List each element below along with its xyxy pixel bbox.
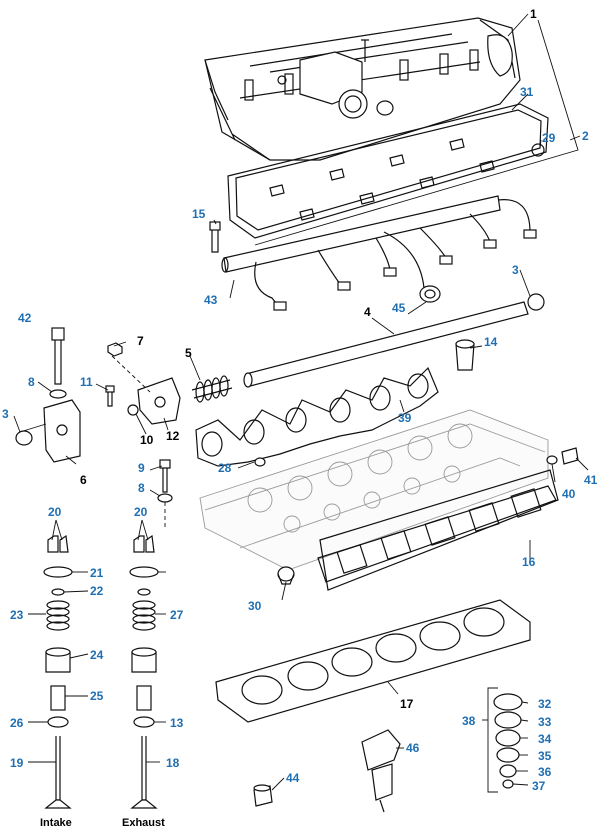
label-5: 5: [185, 346, 192, 360]
label-38: 38: [462, 714, 476, 728]
bolt-9: [159, 459, 171, 493]
label-19: 19: [10, 756, 24, 770]
label-27: 27: [170, 608, 184, 622]
pedestal-14: [455, 339, 475, 371]
label-28: 28: [218, 461, 232, 475]
label-37: 37: [532, 779, 546, 793]
label-35: 35: [538, 749, 552, 763]
label-32: 32: [538, 697, 552, 711]
label-26: 26: [10, 716, 24, 730]
label-4: 4: [364, 305, 371, 319]
label-45: 45: [392, 301, 406, 315]
rocker-shaft: [243, 293, 545, 388]
label-16: 16: [522, 555, 536, 569]
label-22: 22: [90, 584, 104, 598]
nut-7: [107, 342, 123, 357]
cylinder-head-ghost: [199, 409, 549, 571]
label-10: 10: [140, 433, 154, 447]
dash-7: [111, 355, 151, 393]
label-36: 36: [538, 765, 552, 779]
label-3-right: 3: [512, 263, 519, 277]
label-21: 21: [90, 566, 104, 580]
label-8-upper: 8: [28, 375, 35, 389]
head-gasket: [215, 599, 531, 723]
manifold-gasket: [195, 366, 439, 467]
shaft-spring-5: [191, 375, 233, 403]
label-2: 2: [582, 129, 589, 143]
label-23: 23: [10, 608, 24, 622]
label-42: 42: [18, 311, 32, 325]
label-39: 39: [398, 411, 412, 425]
label-14: 14: [484, 335, 498, 349]
label-1: 1: [530, 7, 537, 21]
plug-28: [254, 457, 266, 467]
label-33: 33: [538, 715, 552, 729]
label-13: 13: [170, 716, 184, 730]
bolt-42: [51, 327, 65, 385]
label-12: 12: [166, 429, 180, 443]
exhaust-valve-stack: [129, 534, 159, 809]
injector-46: [361, 729, 401, 813]
label-25: 25: [90, 689, 104, 703]
cup-44: [253, 784, 273, 807]
washer-8a: [49, 389, 67, 399]
leader-lines: [13, 13, 589, 791]
label-7: 7: [137, 334, 144, 348]
label-18: 18: [166, 756, 180, 770]
wire-harness: [221, 195, 537, 311]
label-15: 15: [192, 207, 206, 221]
label-44: 44: [286, 771, 300, 785]
washer-8b: [157, 493, 173, 503]
intake-valve-stack: [43, 534, 73, 809]
clip-10: [127, 404, 139, 416]
label-20-exhaust: 20: [134, 505, 148, 519]
connector-45: [383, 231, 441, 303]
rocker-arm-12: [137, 377, 181, 425]
bolt-15: [209, 221, 221, 253]
label-43: 43: [204, 293, 218, 307]
caption-exhaust: Exhaust: [122, 817, 165, 829]
label-11: 11: [80, 375, 93, 389]
label-17: 17: [400, 697, 414, 711]
bracket-6: [43, 399, 81, 463]
label-34: 34: [538, 732, 552, 746]
valve-cover: [204, 17, 521, 161]
label-8-lower: 8: [138, 481, 145, 495]
label-41: 41: [584, 473, 598, 487]
label-20-intake: 20: [48, 505, 62, 519]
intake-gasket: [317, 469, 559, 591]
label-30: 30: [248, 599, 262, 613]
label-40: 40: [562, 487, 576, 501]
label-31: 31: [520, 85, 534, 99]
bolt-11: [105, 385, 115, 407]
seal-kit-38: [487, 687, 523, 793]
label-46: 46: [406, 741, 420, 755]
label-24: 24: [90, 648, 104, 662]
grommet-29: [531, 143, 545, 157]
kit-bracket-2: [254, 19, 579, 246]
caption-intake: Intake: [40, 817, 72, 829]
plug-30: [277, 566, 295, 585]
fitting-40-41: [546, 447, 579, 465]
label-29: 29: [542, 131, 556, 145]
callout-labels: 1 2 3 3 4 5 6 7 8 8 9 10 11 12 13 14 15 …: [2, 7, 598, 793]
plug-3-left: [15, 430, 33, 446]
label-6: 6: [80, 473, 87, 487]
label-9: 9: [138, 461, 145, 475]
label-3-left: 3: [2, 407, 9, 421]
